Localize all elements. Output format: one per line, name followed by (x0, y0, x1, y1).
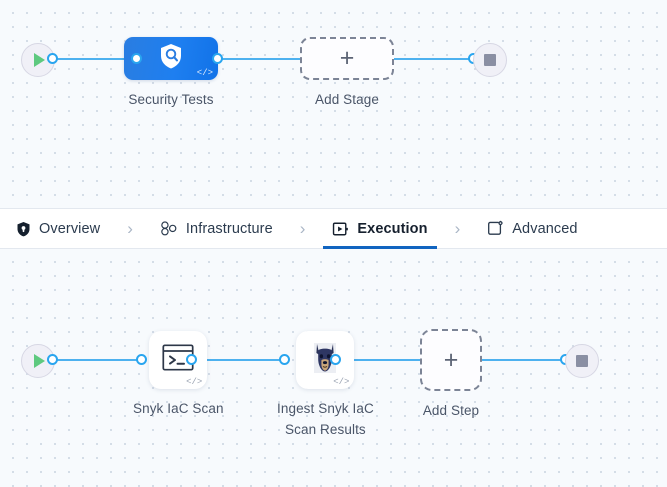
pipeline-end-circle[interactable] (473, 43, 507, 77)
tab-execution-label: Execution (357, 220, 428, 237)
pipeline-start-node[interactable] (21, 43, 55, 77)
terminal-icon (162, 344, 194, 376)
tab-separator: › (299, 218, 306, 238)
step-link-start-to-snyk (50, 359, 140, 361)
pipeline-end-node[interactable] (473, 43, 507, 77)
step-link-ingest-to-addstep (336, 359, 420, 361)
pipeline-start-port[interactable] (47, 53, 58, 64)
step-node-label: Snyk IaC Scan (133, 401, 224, 416)
stage-node-security-tests[interactable]: </> Security Tests (124, 37, 218, 111)
step-node-ingest-snyk-results-outport[interactable] (330, 354, 341, 365)
doberman-icon (310, 341, 340, 380)
step-link-snyk-to-ingest (192, 359, 284, 361)
step-node-snyk-iac-scan[interactable]: </> Snyk IaC Scan (133, 331, 224, 420)
stage-link-start-to-security (50, 58, 136, 60)
plus-icon: + (339, 44, 355, 72)
execution-canvas[interactable]: </> Snyk IaC Scan </> In (0, 249, 667, 487)
execution-end-node[interactable] (565, 344, 599, 378)
shield-search-icon (158, 42, 184, 75)
plus-icon: + (443, 345, 459, 374)
code-badge-icon: </> (186, 377, 203, 387)
step-link-addstep-to-end (482, 359, 568, 361)
execution-end-circle[interactable] (565, 344, 599, 378)
advanced-icon (487, 220, 504, 237)
add-stage-label: Add Stage (315, 92, 379, 107)
tab-overview-label: Overview (39, 220, 101, 237)
add-stage-node[interactable]: + Add Stage (300, 37, 394, 111)
step-node-body[interactable]: </> (149, 331, 208, 389)
stage-node-security-tests-inport[interactable] (131, 53, 142, 64)
play-icon (34, 354, 45, 368)
execution-start-port[interactable] (47, 354, 58, 365)
tab-infrastructure-label: Infrastructure (185, 220, 273, 237)
shield-icon (16, 221, 31, 237)
pipeline-start-circle[interactable] (21, 43, 55, 77)
add-step-button[interactable]: + (420, 329, 482, 391)
stop-icon (576, 355, 588, 367)
code-badge-icon: </> (196, 68, 213, 78)
tab-overview[interactable]: Overview (0, 209, 113, 248)
tab-separator: › (127, 218, 133, 238)
stage-node-label: Security Tests (128, 92, 214, 107)
step-node-body[interactable]: </> (296, 331, 355, 389)
pipeline-tabbar[interactable]: Overview › Infrastructure › Execution › (0, 208, 667, 249)
stage-canvas[interactable]: </> Security Tests + Add Stage (0, 0, 667, 208)
execution-icon (332, 221, 349, 237)
infrastructure-icon (160, 220, 178, 237)
add-step-node[interactable]: + Add Step (420, 329, 482, 422)
step-node-ingest-snyk-results-inport[interactable] (279, 354, 290, 365)
step-node-snyk-iac-scan-outport[interactable] (186, 354, 197, 365)
tab-advanced[interactable]: Advanced (474, 209, 590, 248)
tab-infrastructure[interactable]: Infrastructure (147, 209, 286, 248)
stage-link-security-to-addstage (222, 58, 302, 60)
tab-advanced-label: Advanced (512, 220, 578, 237)
add-step-label: Add Step (422, 403, 480, 418)
tab-separator: › (454, 218, 461, 238)
stop-icon (484, 54, 496, 66)
stage-node-security-tests-outport[interactable] (212, 53, 223, 64)
step-node-label: Ingest Snyk IaC Scan Results (277, 401, 374, 437)
tab-execution[interactable]: Execution (319, 209, 440, 249)
code-badge-icon: </> (333, 377, 350, 387)
step-node-ingest-snyk-results[interactable]: </> Ingest Snyk IaC Scan Results (277, 331, 374, 441)
play-icon (34, 53, 45, 67)
stage-link-addstage-to-end (390, 58, 476, 60)
step-node-snyk-iac-scan-inport[interactable] (136, 354, 147, 365)
add-stage-button[interactable]: + (300, 37, 394, 80)
